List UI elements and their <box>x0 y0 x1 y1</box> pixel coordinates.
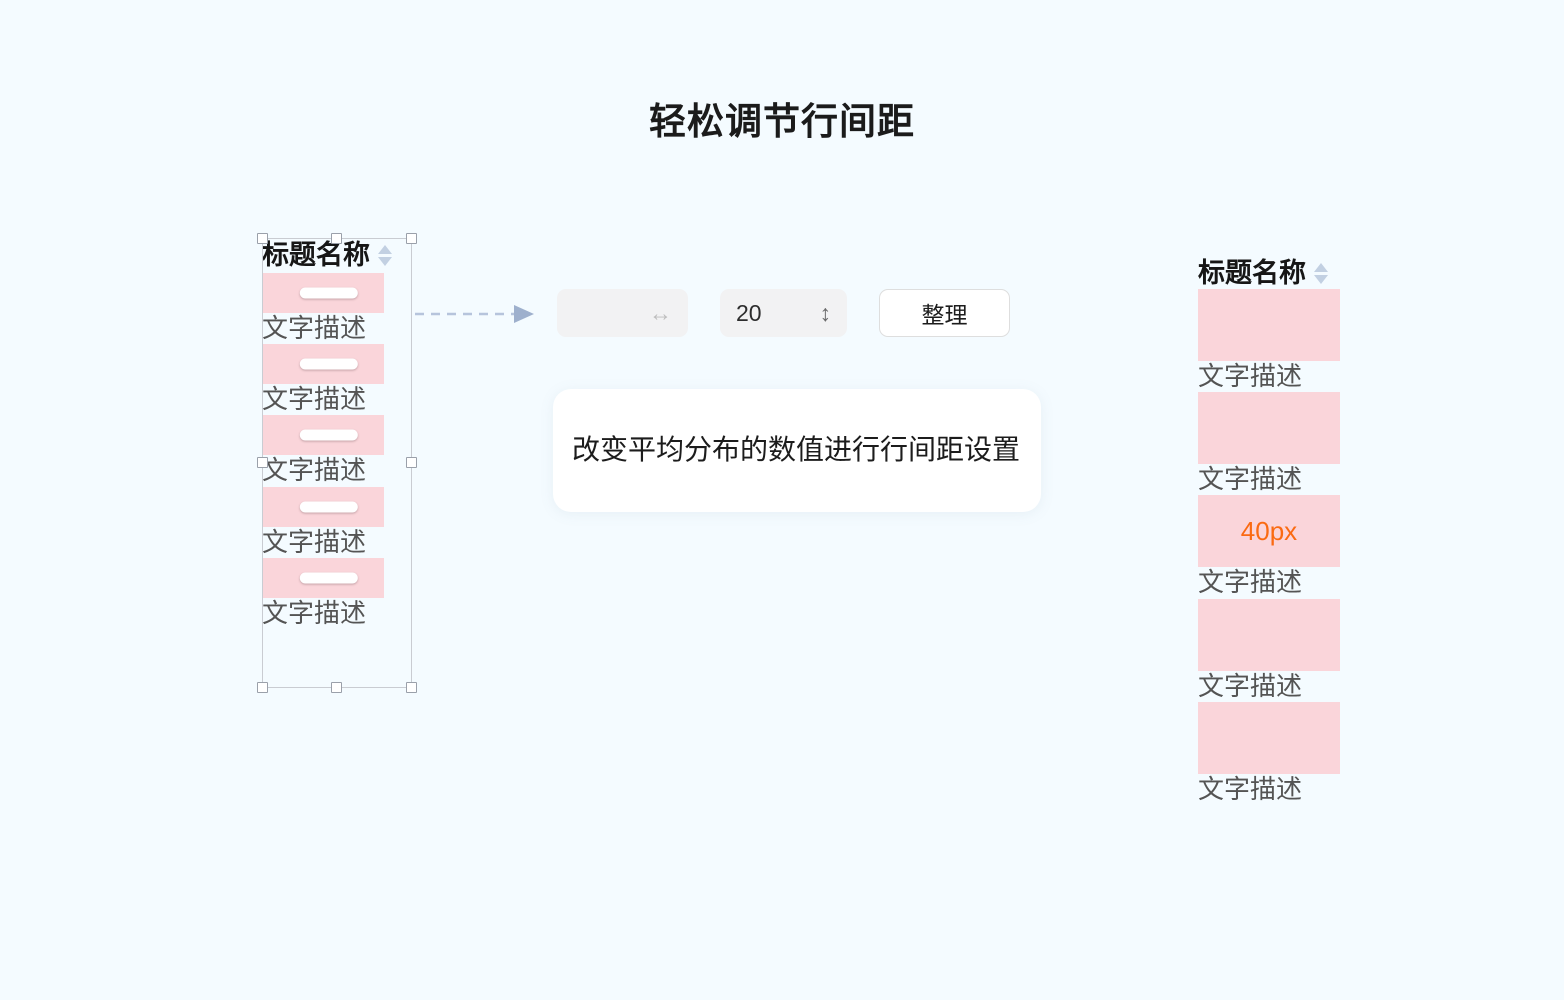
triangle-up-icon <box>1314 263 1328 273</box>
arrows-vertical-icon: ↕ <box>819 299 832 326</box>
spacing-field[interactable]: 20 ↕ <box>720 289 847 337</box>
connector-arrow <box>415 303 535 325</box>
gap-bar[interactable] <box>262 557 384 598</box>
resize-handle-bottom-left[interactable] <box>257 682 268 693</box>
gap-bar[interactable] <box>1198 392 1340 465</box>
dashed-arrow-icon <box>415 305 534 323</box>
resize-handle-bottom-center[interactable] <box>331 682 342 693</box>
spacing-toolbar: ↔ 20 ↕ 整理 <box>557 289 1010 337</box>
gap-drag-handle[interactable] <box>299 287 358 299</box>
width-field[interactable]: ↔ <box>557 289 688 337</box>
description-line: 文字描述 <box>1198 773 1303 804</box>
gap-bar[interactable] <box>262 344 384 385</box>
description-line: 文字描述 <box>262 526 367 557</box>
arrows-horizontal-icon: ↔ <box>649 299 672 326</box>
description-line: 文字描述 <box>262 384 367 415</box>
left-text-block[interactable]: 标题名称 文字描述文字描述文字描述文字描述文字描述 <box>262 240 412 629</box>
info-card: 改变平均分布的数值进行行间距设置 <box>553 389 1041 512</box>
gap-size-label: 40px <box>1240 516 1298 547</box>
description-line: 文字描述 <box>262 597 367 628</box>
gap-bar[interactable] <box>262 273 384 314</box>
triangle-down-icon <box>378 257 392 267</box>
sort-updown-icon[interactable] <box>378 245 392 267</box>
sort-updown-icon[interactable] <box>1314 263 1328 285</box>
description-line: 文字描述 <box>1198 670 1303 701</box>
right-heading-label: 标题名称 <box>1198 258 1306 288</box>
gap-bar[interactable] <box>262 486 384 527</box>
gap-bar[interactable]: 40px <box>1198 495 1340 568</box>
spacing-field-value: 20 <box>736 299 762 326</box>
gap-bar[interactable] <box>1198 701 1340 774</box>
left-items-container: 文字描述文字描述文字描述文字描述文字描述 <box>262 273 412 629</box>
gap-bar[interactable] <box>1198 289 1340 362</box>
page-title: 轻松调节行间距 <box>649 101 915 142</box>
left-block-heading: 标题名称 <box>262 240 412 271</box>
resize-handle-bottom-right[interactable] <box>406 682 417 693</box>
description-line: 文字描述 <box>262 313 367 344</box>
gap-drag-handle[interactable] <box>299 572 358 584</box>
arrange-button[interactable]: 整理 <box>879 289 1010 337</box>
gap-drag-handle[interactable] <box>299 358 358 370</box>
gap-bar[interactable] <box>262 415 384 456</box>
description-line: 文字描述 <box>1198 464 1303 495</box>
gap-drag-handle[interactable] <box>299 429 358 441</box>
right-block-heading: 标题名称 <box>1198 258 1343 289</box>
triangle-down-icon <box>1314 275 1328 285</box>
info-card-text: 改变平均分布的数值进行行间距设置 <box>572 434 1021 466</box>
description-line: 文字描述 <box>262 455 367 486</box>
description-line: 文字描述 <box>1198 361 1303 392</box>
gap-drag-handle[interactable] <box>299 501 358 513</box>
triangle-up-icon <box>378 245 392 255</box>
gap-bar[interactable] <box>1198 598 1340 671</box>
description-line: 文字描述 <box>1198 567 1303 598</box>
left-heading-label: 标题名称 <box>262 240 370 270</box>
